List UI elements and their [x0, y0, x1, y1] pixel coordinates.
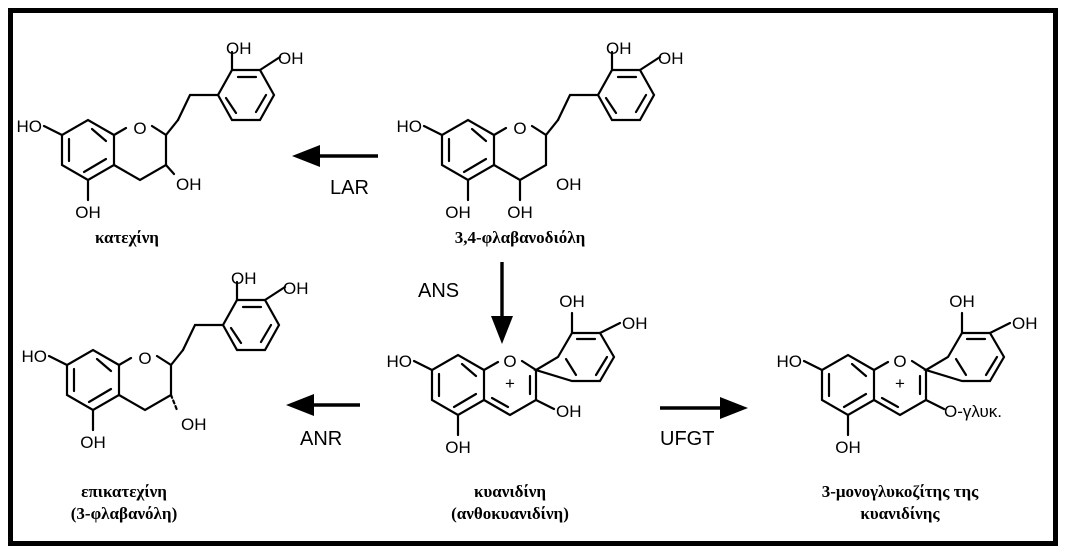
anr-reaction-arrow	[286, 394, 360, 416]
ring-oxygen-label: O	[133, 119, 146, 138]
hydroxyl-4prime: OH	[1012, 314, 1038, 333]
positive-charge: +	[895, 374, 905, 393]
hydroxyl-4prime: OH	[658, 49, 684, 68]
hydroxyl-7: HO	[397, 117, 423, 136]
lar-reaction-arrow	[292, 145, 378, 167]
hydroxyl-5: OH	[80, 433, 106, 452]
enzyme-ufgt: UFGT	[660, 428, 714, 450]
hydroxyl-7: HO	[22, 347, 48, 366]
catechin-label: κατεχίνη	[95, 228, 159, 247]
positive-charge: +	[505, 374, 515, 393]
hydroxyl-3prime: OH	[231, 269, 257, 288]
ring-oxygen-label: O	[513, 119, 526, 138]
hydroxyl-7: HO	[777, 352, 803, 371]
o-glycoside-group: O-γλυκ.	[944, 402, 1002, 421]
enzyme-ans: ANS	[418, 280, 459, 302]
hydroxyl-5: OH	[835, 438, 861, 457]
epicatechin-label-line2: (3-φλαβανόλη)	[71, 504, 177, 523]
oxonium-oxygen-label: O	[893, 352, 906, 371]
hydroxyl-4prime: OH	[622, 314, 648, 333]
glucoside-label-line2: κυανιδίνης	[860, 504, 940, 523]
ufgt-reaction-arrow	[660, 397, 748, 419]
hydroxyl-7: HO	[387, 352, 413, 371]
hydroxyl-5: OH	[445, 438, 471, 457]
hydroxyl-3: OH	[556, 402, 582, 421]
hydroxyl-3prime: OH	[606, 39, 632, 58]
cyanidin-structure: O + HO OH OH OH OH	[387, 292, 648, 457]
enzyme-anr: ANR	[300, 428, 342, 450]
hydroxyl-5: OH	[445, 203, 471, 222]
ring-oxygen-label: O	[138, 349, 151, 368]
ans-reaction-arrow	[491, 262, 513, 344]
diagram-frame	[8, 8, 1058, 546]
hydroxyl-4prime: OH	[283, 279, 309, 298]
flavanediol-label: 3,4-φλαβανοδιόλη	[455, 228, 586, 247]
hydroxyl-7: HO	[17, 117, 43, 136]
oxonium-oxygen-label: O	[503, 352, 516, 371]
hydroxyl-4prime: OH	[278, 49, 304, 68]
cyanidin-glucoside-structure: O + HO OH O-γλυκ. OH OH	[777, 292, 1038, 457]
hydroxyl-3prime: OH	[226, 39, 252, 58]
enzyme-lar: LAR	[330, 177, 369, 199]
hydroxyl-3prime: OH	[559, 292, 585, 311]
hydroxyl-3: OH	[181, 415, 207, 434]
cyanidin-label-line2: (ανθοκυανιδίνη)	[451, 504, 569, 523]
cyanidin-label-line1: κυανιδίνη	[474, 482, 546, 501]
flavanediol-structure: O HO OH OH OH OH OH	[397, 39, 684, 222]
hydroxyl-4: OH	[507, 203, 533, 222]
hydroxyl-3: OH	[556, 175, 582, 194]
epicatechin-structure: O HO OH OH OH OH	[22, 269, 309, 452]
glucoside-label-line1: 3-μονογλυκοζίτης της	[822, 482, 979, 501]
epicatechin-label-line1: επικατεχίνη	[81, 482, 167, 501]
hydroxyl-3: OH	[176, 175, 202, 194]
catechin-structure: O HO OH OH OH OH	[17, 39, 304, 222]
hydroxyl-5: OH	[75, 203, 101, 222]
hydroxyl-3prime: OH	[949, 292, 975, 311]
